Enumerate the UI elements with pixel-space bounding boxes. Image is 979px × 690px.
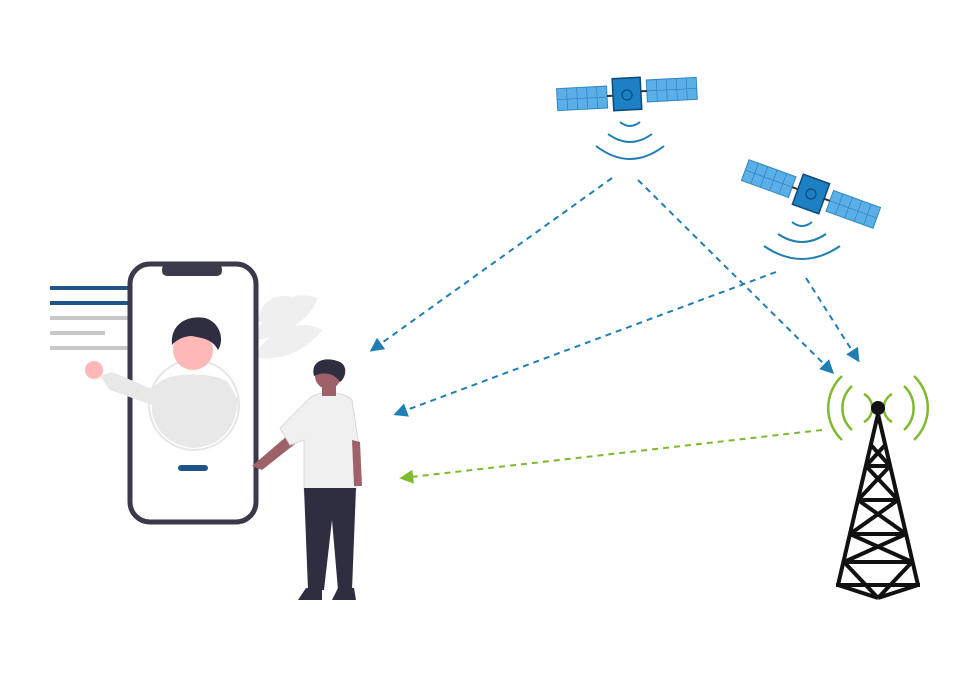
signal-line-sat2-to-user (393, 271, 777, 417)
satellite-icon (556, 76, 698, 112)
satellite-icon (740, 159, 882, 229)
cell-tower-icon (836, 401, 920, 600)
satellite-signal-waves-2 (763, 221, 841, 260)
satellite-signal-waves-1 (595, 121, 665, 160)
signal-line-tower-to-user (399, 429, 823, 484)
signal-line-sat1-to-tower (637, 179, 834, 374)
signal-paths (369, 177, 860, 484)
signal-line-sat2-to-tower (805, 277, 860, 363)
plant-decoration (258, 295, 322, 359)
avatar-icon (85, 317, 240, 451)
signal-line-sat1-to-user (369, 177, 613, 352)
person-figure (252, 359, 362, 600)
